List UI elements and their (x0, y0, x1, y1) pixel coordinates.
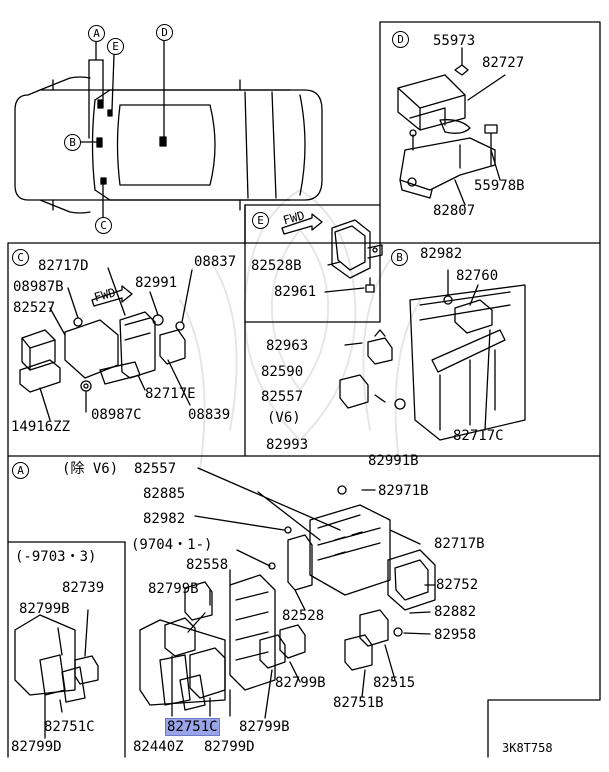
part-label: 82982 (420, 246, 463, 262)
part-label: 82528B (251, 258, 302, 274)
part-label: 82993 (266, 437, 309, 453)
part-label: 82882 (434, 604, 477, 620)
part-label: 82807 (433, 203, 476, 219)
part-label: 82527 (13, 300, 56, 316)
section-marker-d: D (392, 31, 409, 48)
part-label: (V6) (267, 410, 301, 426)
vehicle-marker-e: E (107, 38, 124, 55)
range-label-left: (-9703・3) (15, 549, 97, 565)
part-label: 82557 (134, 461, 177, 477)
part-label: 82799B (148, 581, 199, 597)
part-label: 82799D (11, 739, 62, 755)
section-a-left-parts (14, 609, 99, 739)
section-marker-b: B (391, 249, 408, 266)
part-label: 82982 (143, 511, 186, 527)
vehicle-marker-c: C (95, 217, 112, 234)
part-label: 82760 (456, 268, 499, 284)
part-label: 82440Z (133, 739, 184, 755)
part-label: 82717C (453, 428, 504, 444)
part-label: 82739 (62, 580, 105, 596)
diagram-ref-code: 3K8T758 (502, 741, 553, 755)
part-label: 55973 (433, 33, 476, 49)
watermark-emblem (179, 189, 421, 471)
part-label: 82799B (19, 601, 70, 617)
section-frames (7, 21, 601, 758)
section-marker-a: A (12, 462, 29, 479)
section-d-parts (397, 47, 506, 206)
vehicle-marker-a: A (88, 25, 105, 42)
part-label: 82590 (261, 364, 304, 380)
part-label: 82991 (135, 275, 178, 291)
part-label: 82557 (261, 389, 304, 405)
section-a-parts (139, 467, 436, 719)
section-marker-e: E (252, 212, 269, 229)
part-label: 08987B (13, 279, 64, 295)
vehicle-top-view (14, 37, 323, 219)
part-label: 82799D (204, 739, 255, 755)
part-label: 82515 (373, 675, 416, 691)
vehicle-marker-b: B (64, 134, 81, 151)
part-label: 82799B (239, 719, 290, 735)
section-e-parts (281, 213, 383, 293)
part-label: 82717E (145, 386, 196, 402)
highlighted-part-label[interactable]: 82751C (165, 718, 220, 736)
part-label: 82963 (266, 338, 309, 354)
part-label: 82885 (143, 486, 186, 502)
part-label: 08837 (194, 254, 237, 270)
section-marker-c: C (12, 249, 29, 266)
part-label: 82799B (275, 675, 326, 691)
part-label: 82751B (333, 695, 384, 711)
part-label: 82752 (436, 577, 479, 593)
part-label: 82528 (282, 608, 325, 624)
part-label: 82558 (186, 557, 229, 573)
part-label: 82961 (274, 284, 317, 300)
part-label: 82958 (434, 627, 477, 643)
part-label: 82717B (434, 536, 485, 552)
part-label: 82727 (482, 55, 525, 71)
part-label: 14916ZZ (11, 419, 71, 435)
part-label: 55978B (474, 178, 525, 194)
section-b-parts (339, 269, 526, 441)
part-label: 82717D (38, 258, 89, 274)
part-label: 08839 (188, 407, 231, 423)
part-label: 08987C (91, 407, 142, 423)
part-label: 82991B (368, 453, 419, 469)
vehicle-marker-d: D (156, 24, 173, 41)
part-label: 82971B (378, 483, 429, 499)
section-c-parts (19, 267, 193, 421)
section-a-note: (除 V6) (62, 461, 119, 477)
range-label-right: (9704・1-) (131, 537, 213, 553)
part-label: 82751C (44, 719, 95, 735)
